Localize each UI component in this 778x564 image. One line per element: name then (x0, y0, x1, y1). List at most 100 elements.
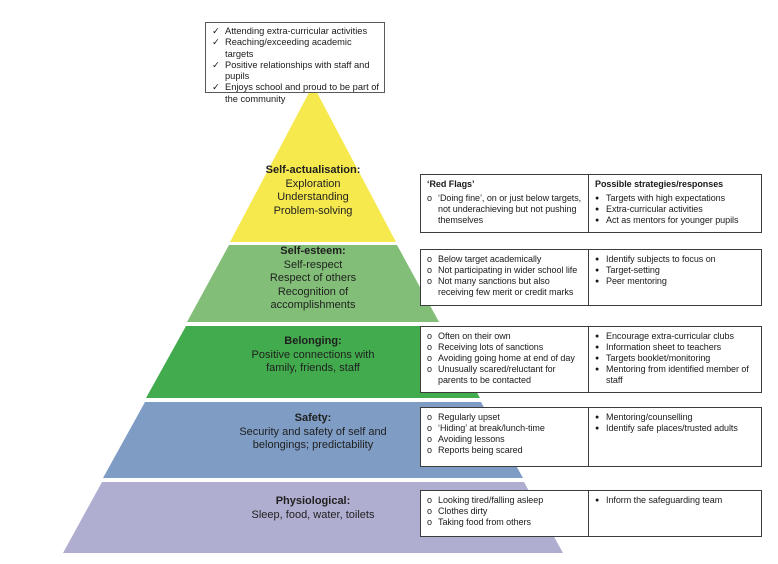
list-item: o Clothes dirty (427, 506, 583, 517)
list-item-text: Enjoys school and proud to be part of th… (225, 82, 380, 104)
list-item: o Not participating in wider school life (427, 265, 583, 276)
strategies-header: Possible strategies/responses (595, 179, 724, 189)
red-flags-list: o Below target academically o Not participa… (427, 254, 583, 298)
list-item: o‘Doing fine’, on or just below targets,… (427, 193, 583, 226)
list-item: Understanding (223, 191, 403, 205)
list-item: o Taking food from others (427, 517, 583, 528)
list-item-text: Respect of others (269, 272, 357, 284)
list-item: ● Extra-curricular activities (595, 204, 756, 215)
list-item-text: Positive connections with (251, 348, 375, 361)
list-item: Recognition of (233, 286, 393, 300)
list-item-text: Extra-curricular activities (606, 204, 703, 214)
list-item: o Not many sanctions but also receiving f… (427, 276, 583, 298)
list-item: ●Identify subjects to focus on (595, 254, 756, 265)
dot-bullet-icon: ● (595, 217, 600, 224)
list-item-text: Security and safety of self and (239, 425, 387, 438)
circle-bullet-icon: o (427, 193, 432, 203)
list-item-text: Recognition of (277, 285, 349, 298)
dot-bullet-icon: ● (595, 355, 600, 362)
list-item-text: Not many sanctions but also receiving fe… (438, 276, 574, 297)
circle-bullet-icon: o (427, 331, 432, 341)
list-item-text: Attending extra-curricular activities (225, 26, 368, 36)
list-item-text: Below target academically (438, 254, 542, 264)
table-self-actualisation: ‘Red Flags’ o‘Doing fine’, on or just be… (420, 174, 762, 233)
list-item: ●Encourage extra-curricular clubs (595, 331, 756, 342)
list-item: Problem-solving (223, 205, 403, 219)
list-item-text: Target-setting (606, 265, 660, 275)
circle-bullet-icon: o (427, 423, 432, 433)
list-item: Sleep, food, water, toilets (203, 509, 423, 523)
list-item-text: Taking food from others (438, 517, 531, 527)
circle-bullet-icon: o (427, 506, 432, 516)
list-item: ●Mentoring from identified member of sta… (595, 364, 756, 386)
strategies-cell: ●Identify subjects to focus on●Target-se… (588, 250, 761, 305)
level-title: Self-actualisation: (265, 164, 361, 176)
circle-bullet-icon: o (427, 265, 432, 275)
list-item-text: family, friends, staff (266, 362, 360, 374)
list-item: ✓Attending extra-curricular activities (212, 26, 380, 37)
circle-bullet-icon: o (427, 495, 432, 505)
list-item: Exploration (223, 178, 403, 192)
list-item: o Often on their own (427, 331, 583, 342)
list-item-text: Understanding (277, 191, 349, 203)
list-item-text: Act as mentors for younger pupils (606, 215, 739, 225)
list-item-text: Inform the safeguarding team (606, 495, 723, 505)
circle-bullet-icon: o (427, 276, 432, 286)
list-item-text: Sleep, food, water, toilets (251, 508, 375, 521)
circle-bullet-icon: o (427, 353, 432, 363)
circle-bullet-icon: o (427, 517, 432, 527)
list-item: ●Inform the safeguarding team (595, 495, 756, 506)
level-label-physiological: Physiological: Sleep, food, water, toile… (203, 495, 423, 522)
list-item: o‘Hiding’ at break/lunch-time (427, 423, 583, 434)
list-item-text: Mentoring/counselling (606, 412, 693, 422)
list-item-text: Positive relationships with staff and pu… (225, 59, 370, 82)
list-item-text: belongings; predictability (252, 439, 374, 451)
strategies-list: ● Targets with high expectations ● Extra-cu… (595, 193, 756, 226)
table-self-esteem: o Below target academically o Not participa… (420, 249, 762, 306)
list-item-text: Clothes dirty (438, 506, 488, 516)
dot-bullet-icon: ● (595, 206, 600, 213)
level-description: Sleep, food, water, toilets (203, 509, 423, 523)
pyramid-level-safety-shape (103, 402, 523, 478)
check-icon: ✓ (212, 37, 220, 48)
strategies-list: ●Inform the safeguarding team (595, 495, 756, 506)
list-item-text: Reaching/exceeding academic targets (225, 37, 352, 59)
list-item-text: Targets with high expectations (606, 193, 726, 203)
list-item-text: Looking tired/falling asleep (438, 495, 544, 505)
list-item: Self-respect (233, 259, 393, 273)
list-item-text: Problem-solving (273, 204, 353, 217)
list-item-text: Receiving lots of sanctions (438, 342, 544, 352)
list-item-text: Exploration (285, 177, 341, 190)
list-item-text: Identify subjects to focus on (606, 254, 716, 264)
positive-indicators-list: ✓Attending extra-curricular activities✓ R… (212, 26, 380, 105)
list-item-text: Not participating in wider school life (438, 265, 578, 275)
list-item: Security and safety of self and (203, 426, 423, 440)
strategies-list: ●Encourage extra-curricular clubs●Inform… (595, 331, 756, 386)
list-item: ●Information sheet to teachers (595, 342, 756, 353)
dot-bullet-icon: ● (595, 425, 600, 432)
list-item: belongings; predictability (203, 439, 423, 453)
list-item-text: Often on their own (438, 331, 511, 341)
red-flags-cell: o Below target academically o Not participa… (421, 250, 588, 305)
list-item: Positive connections with (218, 349, 408, 363)
list-item: ✓Positive relationships with staff and p… (212, 60, 380, 83)
dot-bullet-icon: ● (595, 414, 600, 421)
strategies-cell: ●Inform the safeguarding team (588, 491, 761, 536)
